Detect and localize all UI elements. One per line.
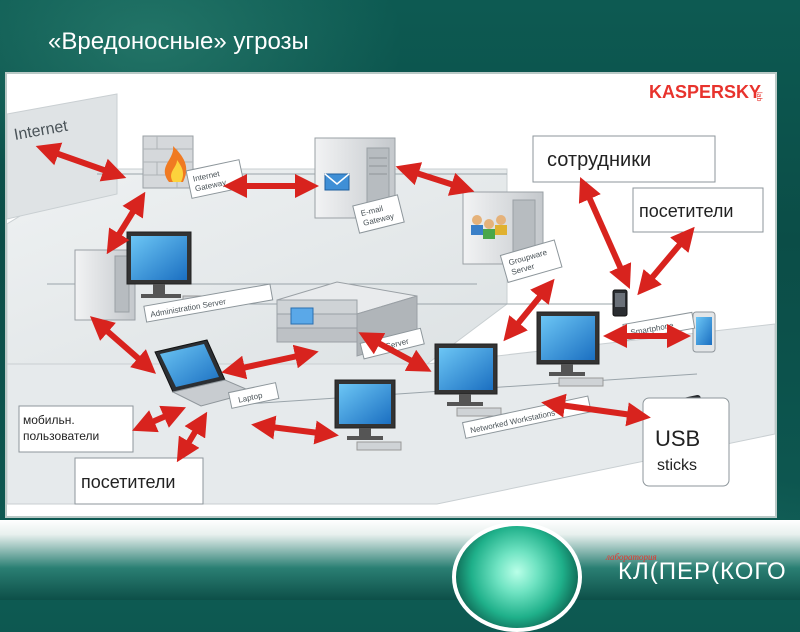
arrow-groupware-fileserver <box>503 278 555 342</box>
email-gateway: E-mail Gateway <box>314 137 405 234</box>
footer-logo: КЛ(ПЕР(КОГО <box>618 558 787 585</box>
arrow-admin-laptop <box>89 316 157 374</box>
footer-logo-script: лаборатория <box>606 552 657 562</box>
employees-text: сотрудники <box>547 149 651 171</box>
slide-title: «Вредоносные» угрозы <box>48 28 309 55</box>
folder-icon <box>290 307 314 325</box>
arrow-fileserver-workstation <box>358 332 432 372</box>
usb-text-1: USB <box>655 426 700 451</box>
kaspersky-logo: KASPERSKY lab <box>649 82 762 102</box>
visitors-left-text: посетители <box>81 472 175 492</box>
envelope-icon <box>324 173 350 191</box>
callout-visitors-left: посетители <box>74 457 204 505</box>
smartphone-2 <box>692 311 716 353</box>
visitors-right-text: посетители <box>639 201 733 221</box>
usb-text-2: sticks <box>657 457 697 474</box>
callout-usb: USB sticks <box>642 397 730 487</box>
callout-employees: сотрудники <box>532 135 716 183</box>
bottom-band <box>0 520 800 600</box>
network-diagram: Internet Internet Gateway <box>5 72 777 518</box>
arrow-laptop-fileserver <box>221 344 319 380</box>
kaspersky-lab-text: lab <box>755 92 762 101</box>
arrow-internet-gateway <box>35 142 127 182</box>
arrow-laptop-mobile <box>132 405 186 433</box>
arrow-usb-workstation <box>541 393 651 427</box>
users-icon <box>471 215 507 239</box>
laptop: Laptop <box>154 339 280 409</box>
arrow-visitors-smartphone <box>637 226 695 296</box>
smartphone-1 <box>612 289 628 317</box>
arrow-email-groupware <box>395 162 475 196</box>
threat-arrows <box>35 142 695 463</box>
workstation-1 <box>334 379 402 451</box>
callout-mobile-users: мобильн. пользователи <box>18 405 134 453</box>
green-orb <box>452 522 582 632</box>
kaspersky-logo-text: KASPERSKY <box>649 82 761 102</box>
groupware-server: Groupware Server <box>462 191 563 284</box>
mobile-users-text-1: мобильн. <box>23 413 75 427</box>
workstation-2 <box>434 343 502 417</box>
callout-visitors-right: посетители <box>632 187 764 233</box>
arrow-gateway-admin <box>106 191 146 255</box>
arrow-employees-smartphone <box>578 177 632 289</box>
mobile-users-text-2: пользователи <box>23 429 99 443</box>
arrow-laptop-workstation <box>251 415 339 445</box>
arrow-laptop-visitors <box>176 411 208 463</box>
